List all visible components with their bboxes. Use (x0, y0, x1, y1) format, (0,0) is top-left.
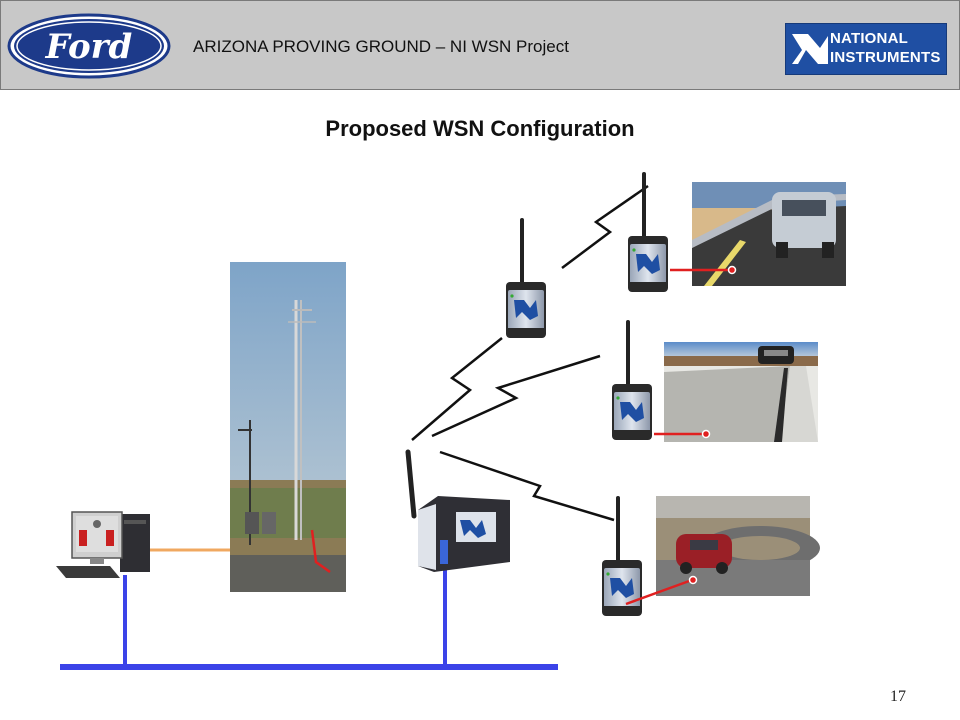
wsn-node-3 (600, 496, 644, 618)
ford-logo-text: Ford (45, 27, 133, 67)
ni-logo-wordmark: NATIONAL INSTRUMENTS (830, 29, 941, 67)
ethernet-network (60, 560, 558, 670)
ni-eagle-mark (792, 34, 828, 64)
link-gateway-node4 (439, 450, 615, 522)
slide-title: Proposed WSN Configuration (325, 116, 635, 141)
wsn-gateway-icon (405, 449, 510, 572)
link-node1-node2 (561, 184, 649, 269)
sensor-wire-3 (625, 578, 693, 606)
slide-header: Ford ARIZONA PROVING GROUND – NI WSN Pro… (0, 0, 960, 90)
wsn-node-2 (610, 320, 654, 442)
wsn-node-relay (504, 218, 548, 340)
test-track-photo-3 (656, 496, 820, 596)
ni-logo-line2: INSTRUMENTS (830, 49, 941, 66)
test-track-photo-1 (692, 182, 846, 286)
header-title: ARIZONA PROVING GROUND – NI WSN Project (193, 37, 569, 56)
ford-logo-icon: Ford (7, 13, 171, 79)
link-gateway-node3 (431, 354, 601, 438)
lightning-link-icon (411, 184, 649, 522)
wsn-node-1 (626, 172, 670, 294)
computer-icon (56, 511, 150, 578)
link-gateway-node1 (411, 337, 503, 441)
ni-logo-icon: NATIONAL INSTRUMENTS (785, 23, 947, 75)
page-number: 17 (890, 688, 906, 705)
ni-logo-line1: NATIONAL (830, 30, 908, 47)
test-track-photo-2 (664, 342, 818, 442)
weather-tower-photo (230, 262, 346, 592)
